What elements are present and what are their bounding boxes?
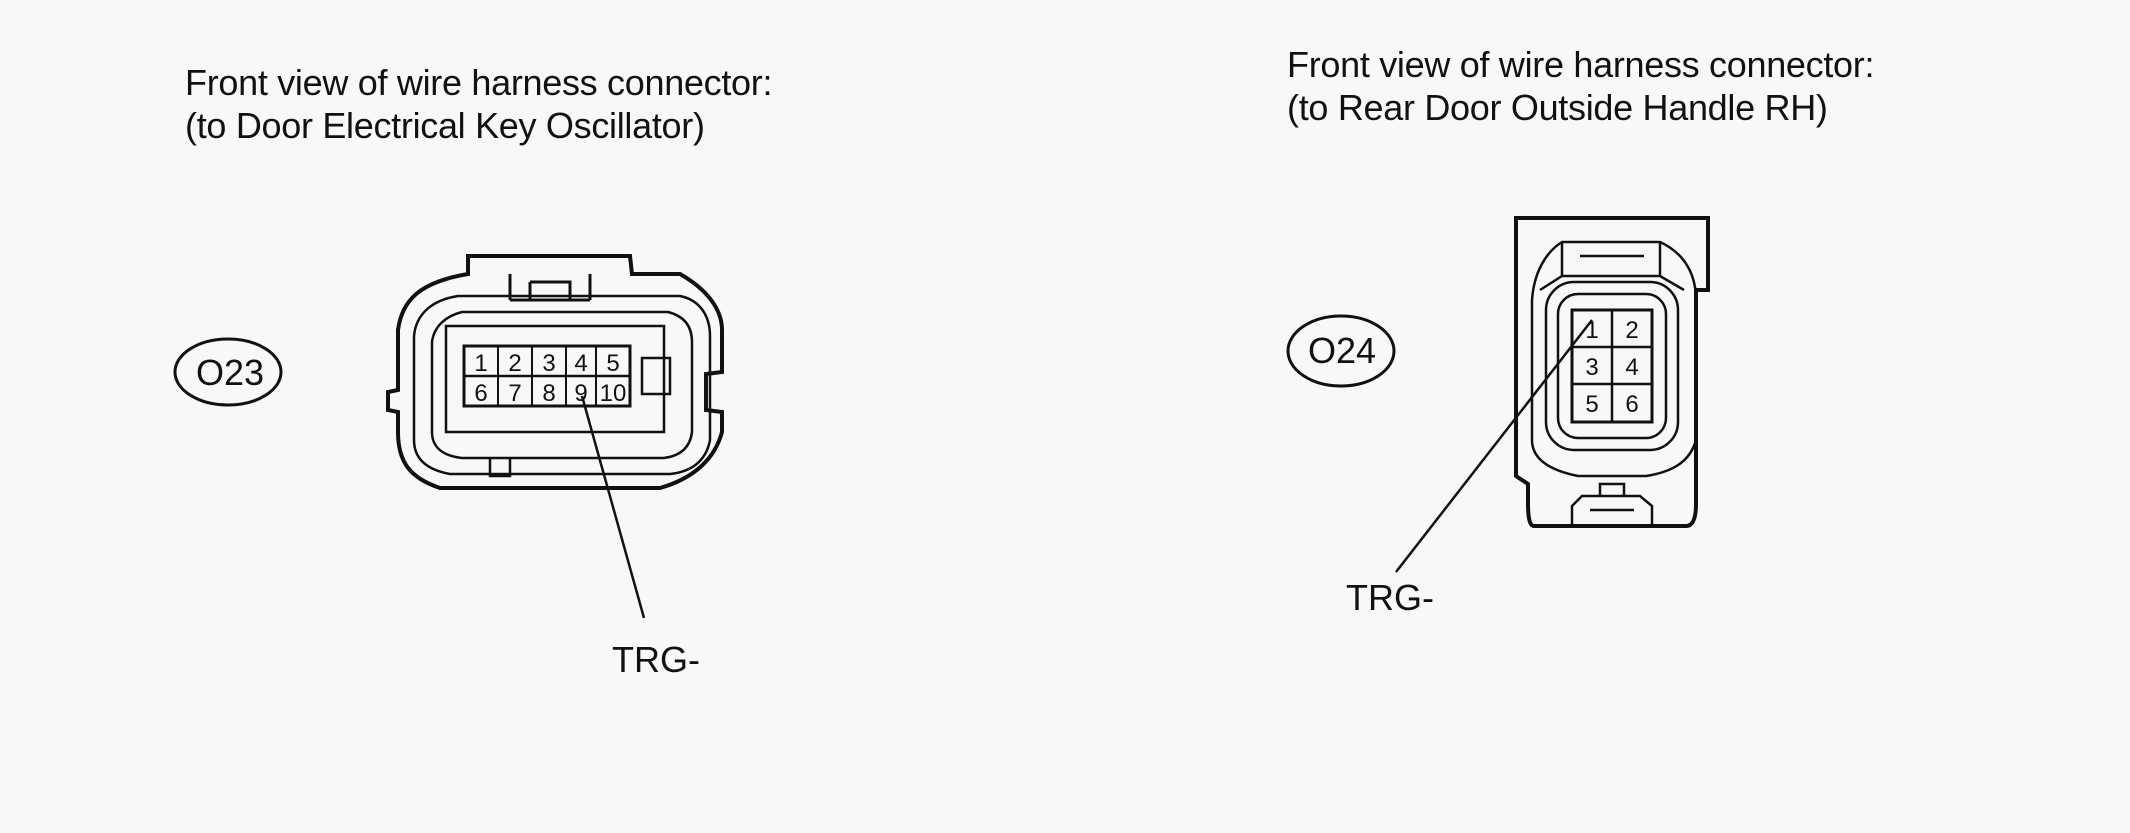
- side-tab-o23: [640, 356, 672, 396]
- connector-latch-o23: [508, 274, 592, 302]
- connector-latch-o24: [1539, 242, 1685, 292]
- connector-o24: O24 1 2 3 4 5 6 TRG-: [1286, 216, 1710, 618]
- pin-label: 4: [1625, 354, 1638, 381]
- connector-inner-frame-o24: [1544, 280, 1680, 452]
- pin-label: 6: [1625, 391, 1638, 418]
- connector-code-o24: O24: [1308, 330, 1376, 371]
- callout-label-o24: TRG-: [1346, 577, 1434, 618]
- connector-code-ellipse-o23: [173, 337, 283, 407]
- caption-right-line1: Front view of wire harness connector:: [1287, 44, 1875, 85]
- pin-label: 10: [600, 380, 627, 407]
- connector-housing-o24: [1514, 216, 1710, 528]
- connector-inner-frame2-o23: [430, 310, 694, 460]
- caption-right: Front view of wire harness connector: (t…: [1287, 43, 1874, 129]
- pin-label: 1: [474, 350, 487, 377]
- caption-left-line2: (to Door Electrical Key Oscillator): [185, 105, 705, 146]
- callout-label-o23: TRG-: [612, 639, 700, 680]
- bottom-latch-o24: [1570, 482, 1654, 526]
- callout-line-o23: [580, 395, 646, 619]
- caption-left-line1: Front view of wire harness connector:: [185, 62, 773, 103]
- pin-label: 5: [606, 350, 619, 377]
- pin-label: 6: [474, 380, 487, 407]
- bottom-notch-o23: [488, 458, 512, 478]
- pin-label: 3: [1585, 354, 1598, 381]
- caption-left: Front view of wire harness connector: (t…: [185, 61, 772, 147]
- connector-o23: O23 1 2 3 4 5 6 7 8 9 10 TRG-: [173, 254, 724, 680]
- pin-window-o23: [444, 324, 666, 434]
- pin-label: 9: [574, 380, 587, 407]
- caption-right-line2: (to Rear Door Outside Handle RH): [1287, 87, 1828, 128]
- connector-code-o23: O23: [196, 352, 264, 393]
- pin-label: 5: [1585, 391, 1598, 418]
- connector-code-ellipse-o24: [1286, 314, 1396, 388]
- callout-line-o24: [1395, 319, 1593, 573]
- pin-label: 7: [508, 380, 521, 407]
- pin-label: 2: [1625, 317, 1638, 344]
- pin-label: 8: [542, 380, 555, 407]
- connector-housing-o23: [386, 254, 724, 490]
- pin-label: 2: [508, 350, 521, 377]
- connector-inner-frame-o23: [412, 294, 712, 476]
- pin-label: 3: [542, 350, 555, 377]
- connector-inner-frame2-o24: [1556, 292, 1668, 440]
- connector-inner-body-o24: [1530, 240, 1698, 478]
- pin-label: 4: [574, 350, 587, 377]
